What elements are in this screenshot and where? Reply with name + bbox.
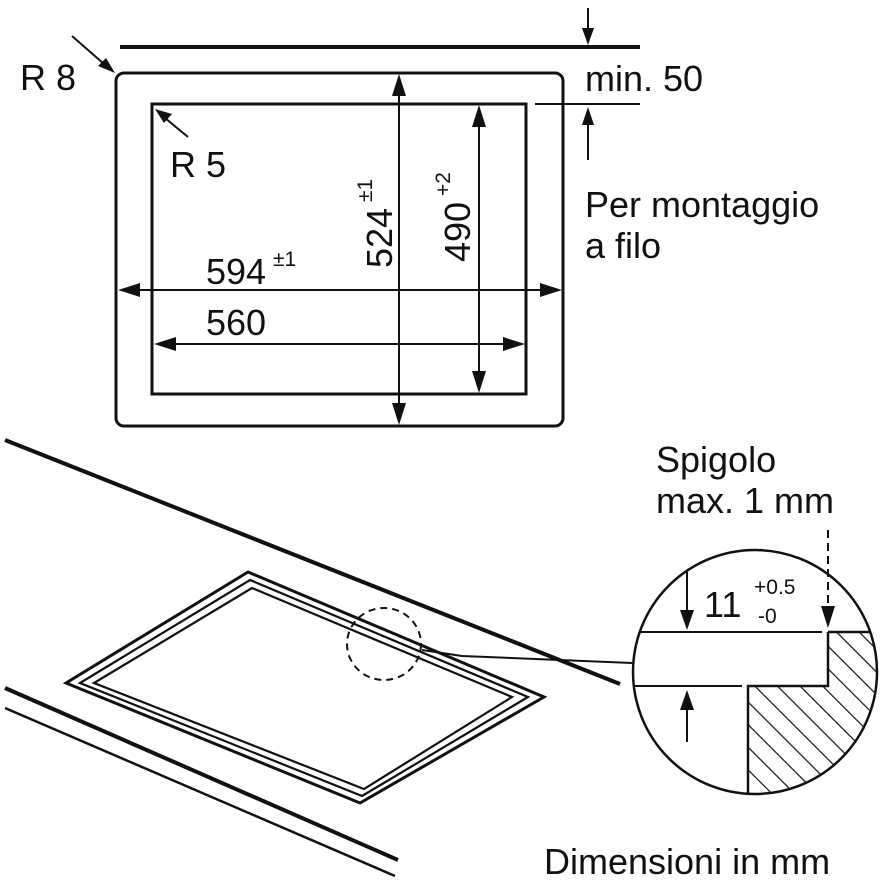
width-inner-value: 560 (206, 302, 266, 343)
depth-inner-tolerance: +2 (432, 172, 455, 196)
depth-inner-value: 490 (437, 202, 478, 262)
depth-outer-tolerance: ±1 (354, 179, 377, 202)
countertop-front-edge-bottom (4, 706, 396, 878)
arrow-head (821, 606, 835, 628)
arrow-head (582, 28, 594, 45)
width-outer-tolerance: ±1 (273, 248, 296, 271)
detail-circle (631, 548, 879, 796)
width-outer-value: 594 (206, 251, 266, 292)
arrow-head (98, 58, 115, 73)
edge-note-line2: max. 1 mm (656, 480, 834, 521)
flush-mount-note-line2: a filo (585, 225, 661, 266)
detail-view: 11 +0.5 -0 Spigolo max. 1 mm (631, 439, 879, 796)
step-height-tol-minus: -0 (758, 605, 777, 628)
inner-cutout-outline (150, 102, 528, 396)
top-view: R 8 R 5 min. 50 Per montaggio a filo 594… (20, 8, 819, 428)
arrow-head (582, 107, 594, 125)
units-note: Dimensioni in mm (544, 841, 830, 880)
arrow-head (680, 690, 694, 710)
step-height-tol-plus: +0.5 (754, 576, 795, 599)
countertop-section-hatch (748, 632, 877, 794)
arrow-head (155, 109, 172, 123)
cutout-inner-outline (91, 586, 515, 791)
countertop-front-edge-top (4, 686, 399, 862)
arrow-head (118, 283, 140, 297)
outer-radius-label: R 8 (20, 57, 76, 98)
inner-radius-label: R 5 (170, 144, 226, 185)
flush-mount-note-line1: Per montaggio (585, 184, 819, 225)
outer-cutout-outline (114, 71, 565, 428)
arrow-head (472, 105, 486, 127)
perspective-view (4, 438, 633, 878)
arrow-head (392, 74, 406, 96)
arrow-head (680, 610, 694, 630)
cutout-step-outline (77, 578, 531, 798)
detail-leader-line (421, 649, 633, 664)
arrow-head (503, 337, 525, 351)
cutout-outer-outline (62, 570, 548, 805)
countertop-back-edge (4, 438, 621, 686)
r5-leader (164, 117, 189, 138)
detail-highlight-circle (346, 607, 422, 681)
r8-leader (71, 35, 105, 65)
arrow-head (540, 283, 562, 297)
countertop-section-outline (746, 632, 830, 794)
arrow-head (392, 403, 406, 425)
arrow-head (154, 337, 176, 351)
arrow-head (472, 371, 486, 393)
depth-outer-value: 524 (359, 208, 400, 268)
edge-note-line1: Spigolo (656, 439, 776, 480)
min-distance-label: min. 50 (585, 58, 703, 99)
step-height-value: 11 (704, 584, 741, 625)
